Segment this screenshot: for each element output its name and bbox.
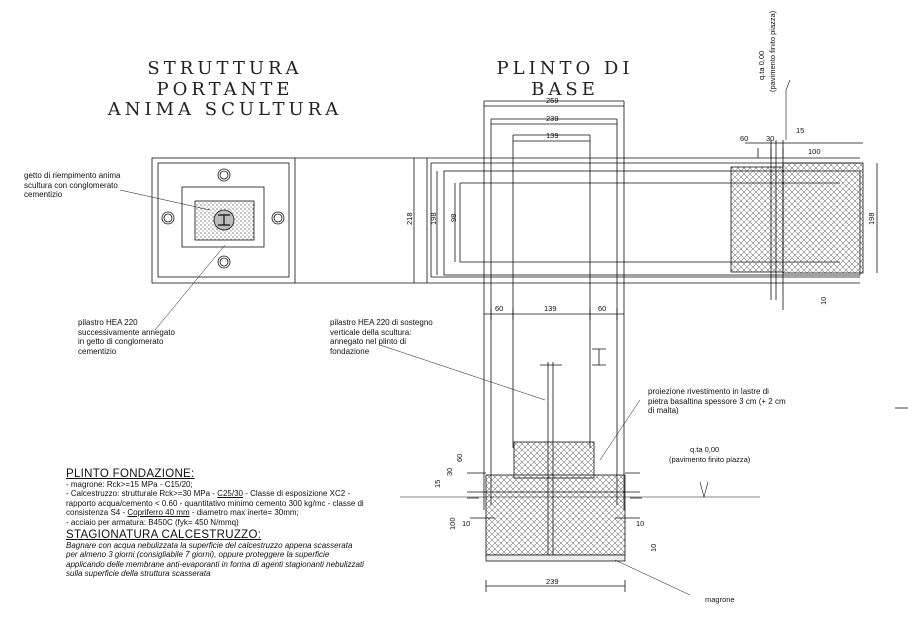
title-right: PLINTO DI BASE xyxy=(496,58,634,100)
dim-30-b: 30 xyxy=(445,468,454,476)
foundation-hatched xyxy=(485,474,626,556)
dim-60-a: 60 xyxy=(495,304,503,313)
dim-60-c: 60 xyxy=(740,134,748,143)
dim-259: 259 xyxy=(546,96,559,105)
spec-line-acciaio: - acciaio per armatura: B450C (fyk= 450 … xyxy=(66,517,239,527)
dim-239: 239 xyxy=(546,114,559,123)
title-left-line2: ANIMA SCULTURA xyxy=(107,99,343,120)
spec-block: PLINTO FONDAZIONE: - magrone: Rck>=15 MP… xyxy=(66,468,366,579)
level-right-2: (pavimento finito piazza) xyxy=(669,455,751,464)
dim-98: 98 xyxy=(449,214,458,222)
dim-100: 100 xyxy=(808,147,821,156)
title-left: STRUTTURA PORTANTE ANIMA SCULTURA xyxy=(90,58,360,120)
level-top-1: q.ta 0,00 xyxy=(757,51,766,80)
dim-60-b: 60 xyxy=(598,304,606,313)
dim-198-b: 198 xyxy=(867,212,876,225)
dim-15-b: 15 xyxy=(433,480,442,488)
spec-heading-plinto: PLINTO FONDAZIONE: xyxy=(66,468,195,480)
level-right-1: q.ta 0,00 xyxy=(690,445,719,454)
dim-60-d: 60 xyxy=(455,454,464,462)
title-left-line1: STRUTTURA PORTANTE xyxy=(147,58,303,100)
magrone-layer xyxy=(485,554,626,562)
spec-line-magrone: - magrone: Rck>=15 MPa - C15/20; xyxy=(66,479,193,489)
plan-inner-rect xyxy=(181,186,265,248)
dim-139: 139 xyxy=(546,131,559,140)
hatched-block-right xyxy=(730,166,784,273)
dim-239-b: 239 xyxy=(546,577,559,586)
spec-heading-stagionatura: STAGIONATURA CALCESTRUZZO: xyxy=(66,529,262,541)
note-pilastro-left: pilastro HEA 220 successivamente annegat… xyxy=(78,318,175,356)
dim-218: 218 xyxy=(405,212,414,225)
plan-outer-square xyxy=(151,157,296,284)
spec-stagionatura-text: Bagnare con acqua nebulizzata la superfi… xyxy=(66,540,364,579)
level-top-2: (pavimento finito piazza) xyxy=(768,10,777,92)
note-pilastro-center: pilastro HEA 220 di sostegno verticale d… xyxy=(330,318,433,356)
dim-198: 198 xyxy=(429,212,438,225)
note-proiezione: proiezione rivestimento in lastre di pie… xyxy=(648,387,786,415)
dim-30: 30 xyxy=(766,134,774,143)
note-getto: getto di riempimento anima scultura con … xyxy=(24,171,121,199)
dim-139-b: 139 xyxy=(544,304,557,313)
dim-15-a: 15 xyxy=(796,126,804,135)
dim-10-d: 10 xyxy=(649,544,658,552)
spec-line-calcestruzzo: - Calcestruzzo: strutturale Rck>=30 MPa … xyxy=(66,489,364,517)
anchor-bolt xyxy=(217,168,231,182)
dim-10-b: 10 xyxy=(462,519,470,528)
dim-10-c: 10 xyxy=(636,519,644,528)
magrone-label: magrone xyxy=(705,595,735,604)
dim-10-a: 10 xyxy=(819,297,828,305)
dim-100-b: 100 xyxy=(448,517,457,530)
